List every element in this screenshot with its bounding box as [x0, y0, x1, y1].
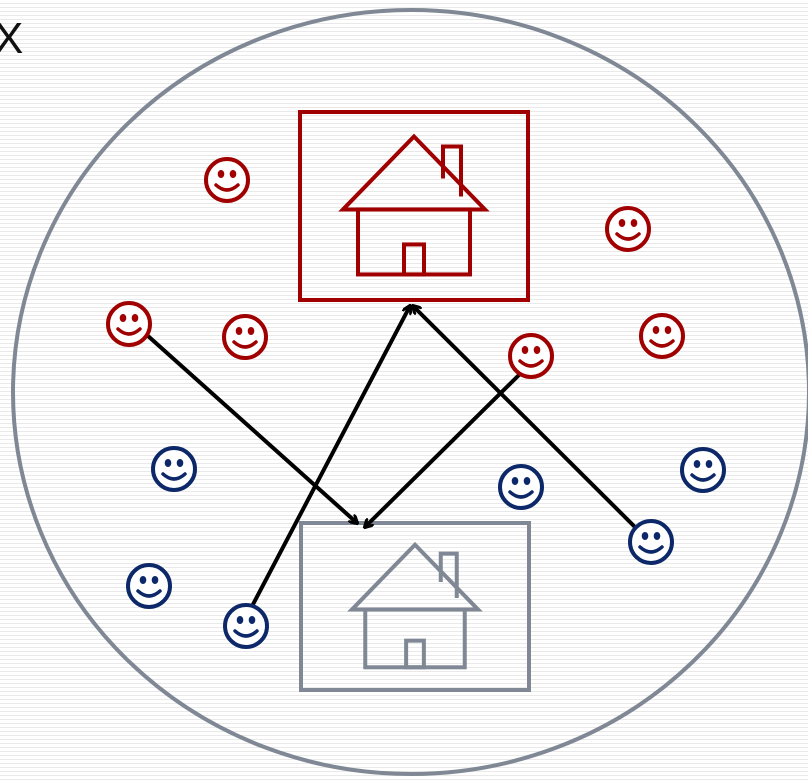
red-person-smiley-icon — [106, 301, 152, 347]
red-person-smiley-icon — [639, 313, 685, 359]
arrows-layer — [146, 306, 642, 611]
move-arrow — [365, 371, 523, 527]
red-house-box — [298, 110, 530, 302]
house-icon — [338, 133, 490, 277]
blue-person-smiley-icon — [151, 446, 197, 492]
blue-person-smiley-icon — [498, 464, 544, 510]
blue-person-smiley-icon — [628, 519, 674, 565]
move-arrow — [413, 306, 642, 534]
blue-person-smiley-icon — [680, 447, 726, 493]
house-icon — [347, 541, 483, 670]
red-person-smiley-icon — [605, 206, 651, 252]
blue-person-smiley-icon — [126, 563, 172, 609]
grey-house-box — [299, 521, 531, 692]
move-arrow — [146, 334, 357, 523]
red-person-smiley-icon — [204, 157, 250, 203]
people-layer — [106, 157, 726, 649]
houses-layer — [298, 110, 531, 692]
blue-person-smiley-icon — [223, 603, 269, 649]
corner-label: X — [0, 14, 24, 63]
red-person-smiley-icon — [222, 314, 268, 360]
population-circle — [11, 8, 808, 776]
move-arrow — [248, 306, 410, 611]
red-person-smiley-icon — [508, 333, 554, 379]
